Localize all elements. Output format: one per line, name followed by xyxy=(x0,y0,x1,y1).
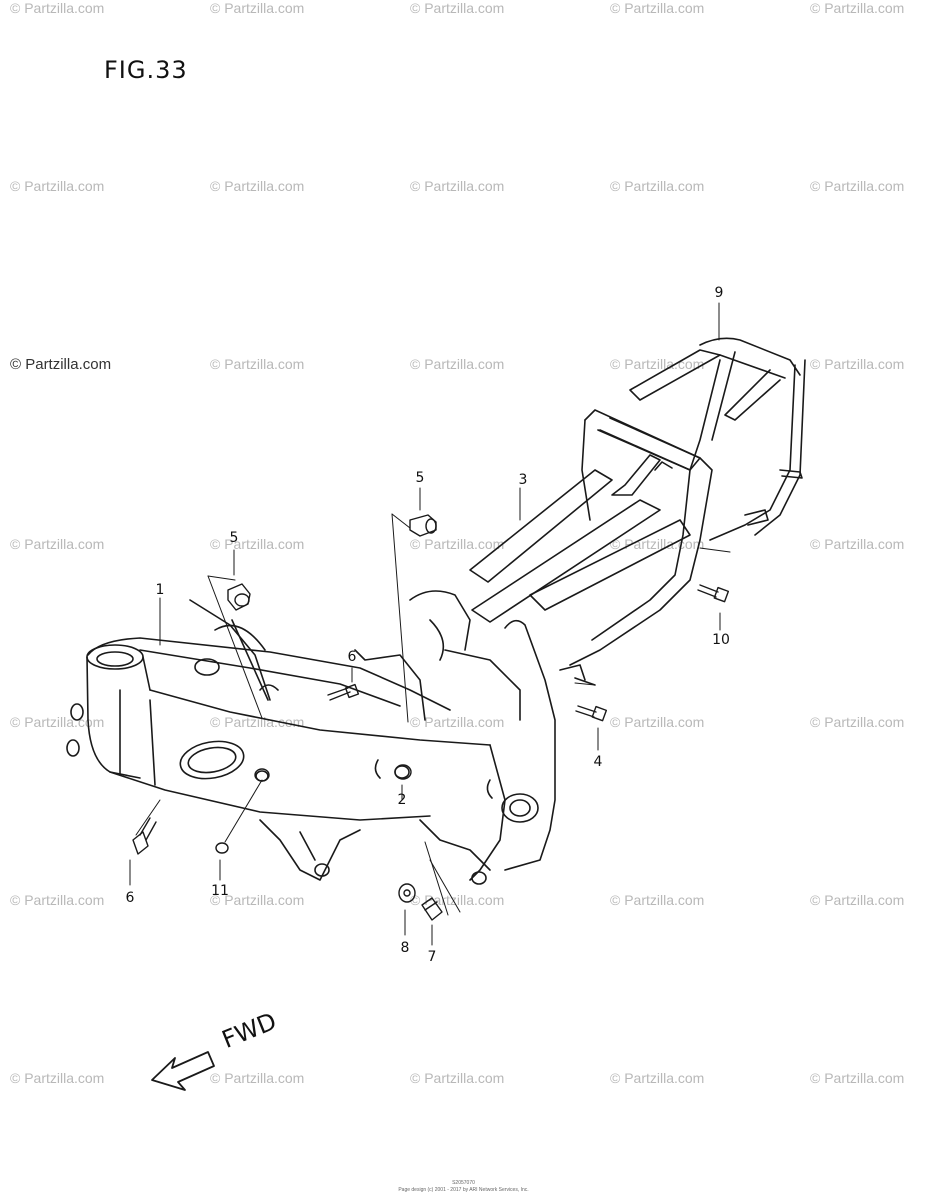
hardware xyxy=(132,514,730,921)
watermark-text: © Partzilla.com xyxy=(810,0,905,16)
watermark-text: © Partzilla.com xyxy=(10,536,105,552)
watermark-text: © Partzilla.com xyxy=(210,178,305,194)
callout-10: 10 xyxy=(712,632,730,648)
watermark-text: © Partzilla.com xyxy=(410,536,505,552)
watermark-text: © Partzilla.com xyxy=(210,0,305,16)
callout-1: 1 xyxy=(155,582,165,598)
watermark-text: © Partzilla.com xyxy=(410,356,505,372)
watermark-text: © Partzilla.com xyxy=(410,0,505,16)
watermark-text: © Partzilla.com xyxy=(210,356,305,372)
callout-9: 9 xyxy=(714,285,724,301)
watermark-text: © Partzilla.com xyxy=(810,536,905,552)
watermark-text: © Partzilla.com xyxy=(610,178,705,194)
callout-2: 2 xyxy=(397,792,407,808)
callout-4: 4 xyxy=(593,754,603,770)
footer-code: S2057070 xyxy=(452,1180,475,1186)
callout-5-upper: 5 xyxy=(415,470,425,486)
callout-3: 3 xyxy=(518,472,528,488)
callout-5-lower: 5 xyxy=(229,530,239,546)
watermark-text: © Partzilla.com xyxy=(810,1070,905,1086)
watermark-text: © Partzilla.com xyxy=(810,714,905,730)
watermark-text: © Partzilla.com xyxy=(610,1070,705,1086)
watermark-text: © Partzilla.com xyxy=(410,714,505,730)
watermark-text: © Partzilla.com xyxy=(810,356,905,372)
watermark-text: © Partzilla.com xyxy=(210,892,305,908)
watermark-text: © Partzilla.com xyxy=(610,714,705,730)
watermark-text: © Partzilla.com xyxy=(610,0,705,16)
callout-8: 8 xyxy=(400,940,410,956)
callout-6-lower: 6 xyxy=(125,890,135,906)
watermark-text: © Partzilla.com xyxy=(10,356,112,373)
watermark-text: © Partzilla.com xyxy=(410,1070,505,1086)
callout-6-upper: 6 xyxy=(347,649,357,665)
callout-11: 11 xyxy=(211,883,229,899)
watermark-text: © Partzilla.com xyxy=(10,178,105,194)
fwd-arrow xyxy=(151,1051,215,1091)
watermark-text: © Partzilla.com xyxy=(10,1070,105,1086)
watermark-text: © Partzilla.com xyxy=(10,0,105,16)
watermark-text: © Partzilla.com xyxy=(610,892,705,908)
watermark-text: © Partzilla.com xyxy=(210,536,305,552)
watermark-text: © Partzilla.com xyxy=(410,178,505,194)
leader-lines xyxy=(129,302,731,946)
watermark-text: © Partzilla.com xyxy=(810,892,905,908)
watermark-text: © Partzilla.com xyxy=(210,714,305,730)
watermark-text: © Partzilla.com xyxy=(10,892,105,908)
watermark-text: © Partzilla.com xyxy=(210,1070,305,1086)
watermark-text: © Partzilla.com xyxy=(810,178,905,194)
main-frame xyxy=(66,590,556,885)
footer-credit: Page design (c) 2001 - 2017 by ARI Netwo… xyxy=(398,1187,529,1193)
callout-7: 7 xyxy=(427,949,437,965)
watermark-text: © Partzilla.com xyxy=(610,356,705,372)
rear-subframe xyxy=(469,337,806,686)
figure-title: FIG.33 xyxy=(104,56,188,84)
